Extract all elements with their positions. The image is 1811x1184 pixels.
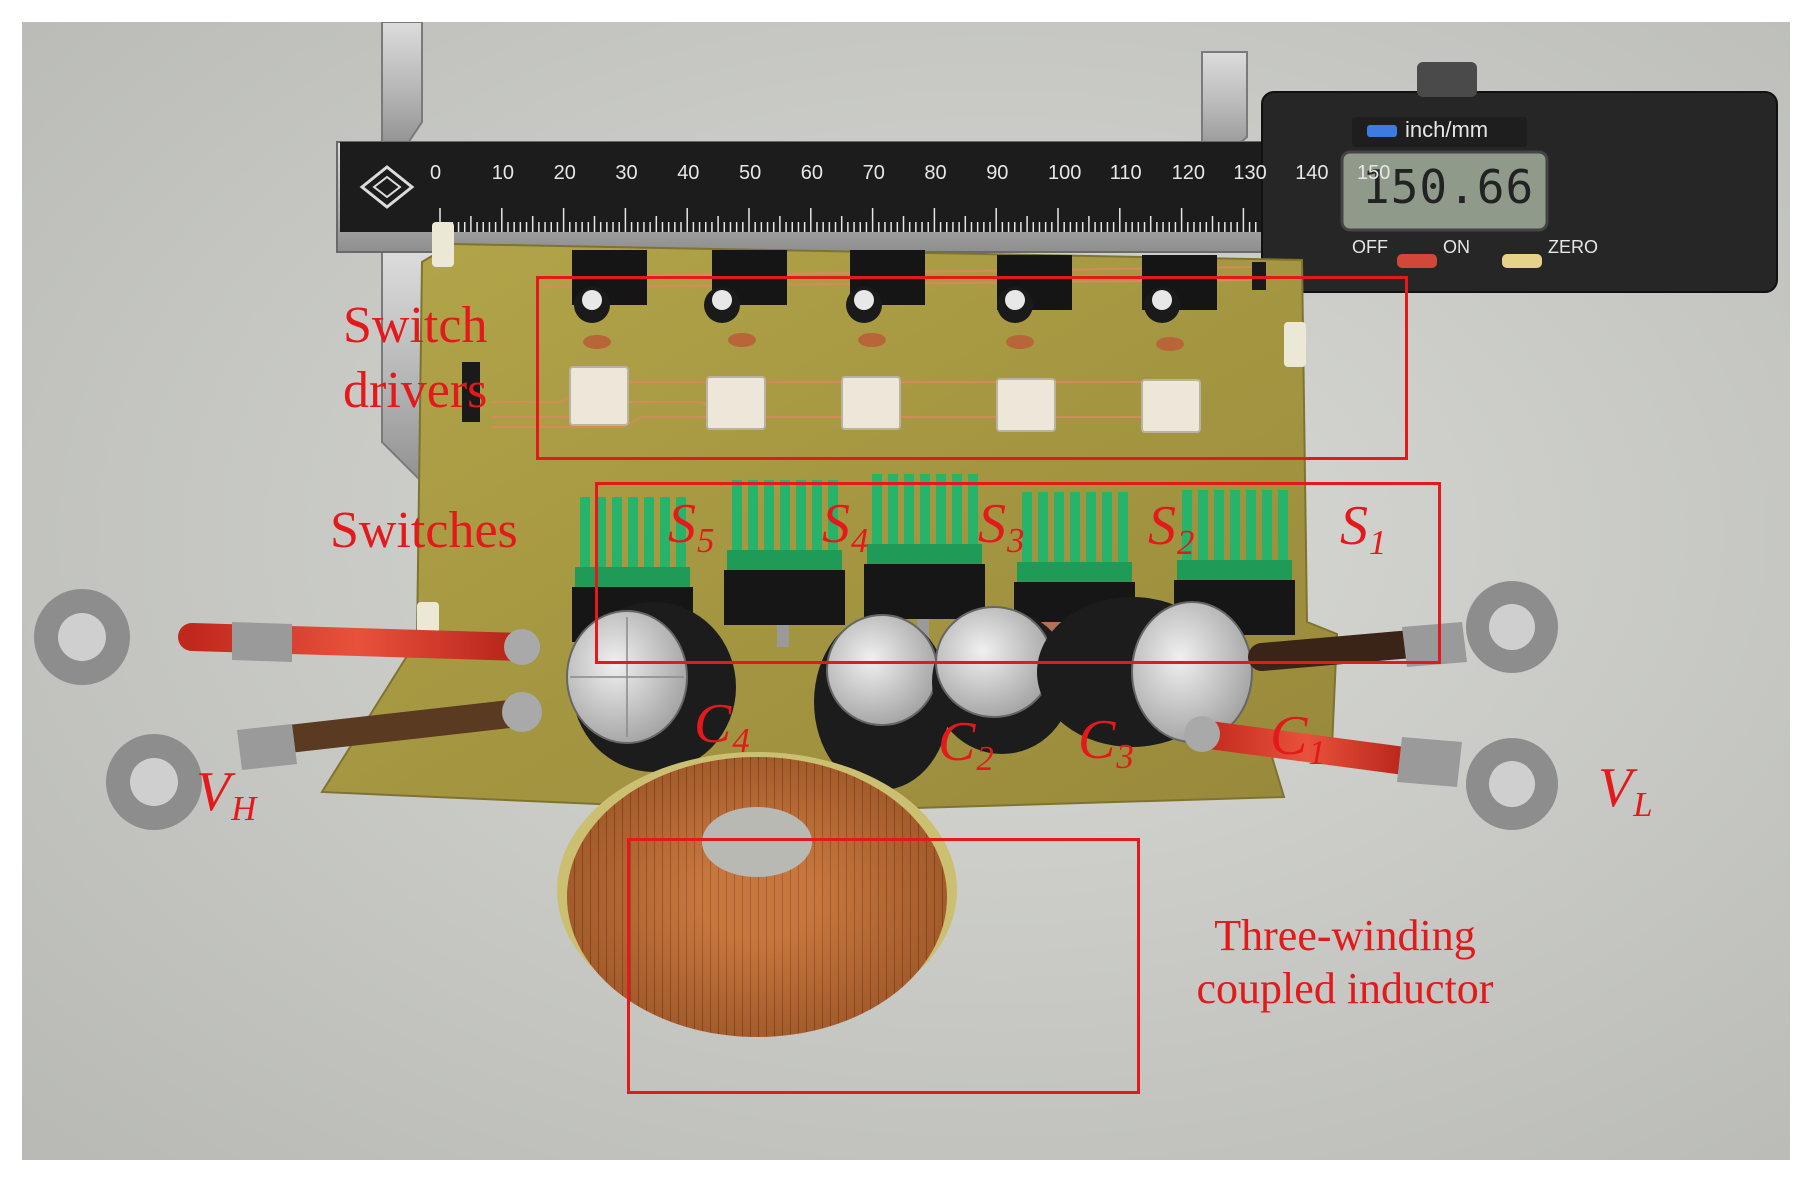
- inductor-label: Three-winding coupled inductor: [1145, 910, 1545, 1016]
- caliper-display-value: 150.66: [1362, 160, 1535, 214]
- switch-s3-label: S3: [978, 493, 1025, 560]
- capacitor-c3-label: C3: [1078, 709, 1134, 776]
- caliper-scale-tick-label: 0: [430, 162, 442, 184]
- caliper-scale-tick-label: 140: [1295, 162, 1329, 184]
- caliper-scale-tick-label: 120: [1171, 162, 1205, 184]
- caliper-scale-tick-label: 10: [491, 162, 515, 184]
- switches-box: [595, 482, 1441, 664]
- inductor-label-line1: Three-winding: [1214, 911, 1476, 960]
- caliper-zero-label: ZERO: [1548, 237, 1599, 257]
- terminal-vh-label: VH: [196, 761, 257, 828]
- capacitor-c1-label: C1: [1270, 705, 1326, 772]
- switches-label: Switches: [330, 502, 518, 559]
- caliper-scale-tick-label: 130: [1233, 162, 1267, 184]
- heatsink-icon: [864, 474, 985, 641]
- caliper-scale-tick-label: 30: [615, 162, 638, 184]
- caliper-scale-tick-label: 70: [862, 162, 885, 184]
- switch-s2-label: S2: [1148, 495, 1195, 562]
- caliper-scale-tick-label: 150: [1357, 162, 1391, 184]
- switch-drivers-label-line1: Switch: [343, 297, 488, 354]
- switch-s4-label: S4: [822, 493, 869, 560]
- switch-s1-label: S1: [1340, 495, 1387, 562]
- inductor-label-line2: coupled inductor: [1196, 963, 1494, 1013]
- caliper-scale-tick-label: 20: [553, 162, 576, 184]
- caliper-scale-tick-label: 50: [739, 162, 762, 184]
- heatsink-icon: [724, 480, 845, 647]
- caliper-scale-tick-label: 60: [800, 162, 824, 184]
- caliper-scale-tick-label: 90: [986, 162, 1009, 184]
- switch-s5-label: S5: [668, 493, 715, 560]
- caliper-off-label: OFF: [1352, 237, 1388, 257]
- capacitor-c4-label: C4: [694, 693, 750, 760]
- caliper-scale-tick-label: 100: [1048, 162, 1082, 184]
- caliper-on-label: ON: [1443, 237, 1470, 257]
- caliper-scale-tick-label: 110: [1109, 162, 1142, 184]
- switch-drivers-label-line2: drivers: [343, 362, 488, 419]
- terminal-vl-label: VL: [1598, 757, 1653, 824]
- capacitor-c2-label: C2: [938, 711, 994, 778]
- caliper-unit-label: inch/mm: [1405, 117, 1489, 142]
- caliper-logo-icon: [359, 165, 415, 209]
- photo-background: [22, 22, 1790, 1160]
- inductor-box: [627, 838, 1140, 1094]
- caliper-scale-tick-label: 40: [677, 162, 700, 184]
- caliper-scale-tick-label: 80: [924, 162, 947, 184]
- switch-drivers-box: [536, 276, 1408, 460]
